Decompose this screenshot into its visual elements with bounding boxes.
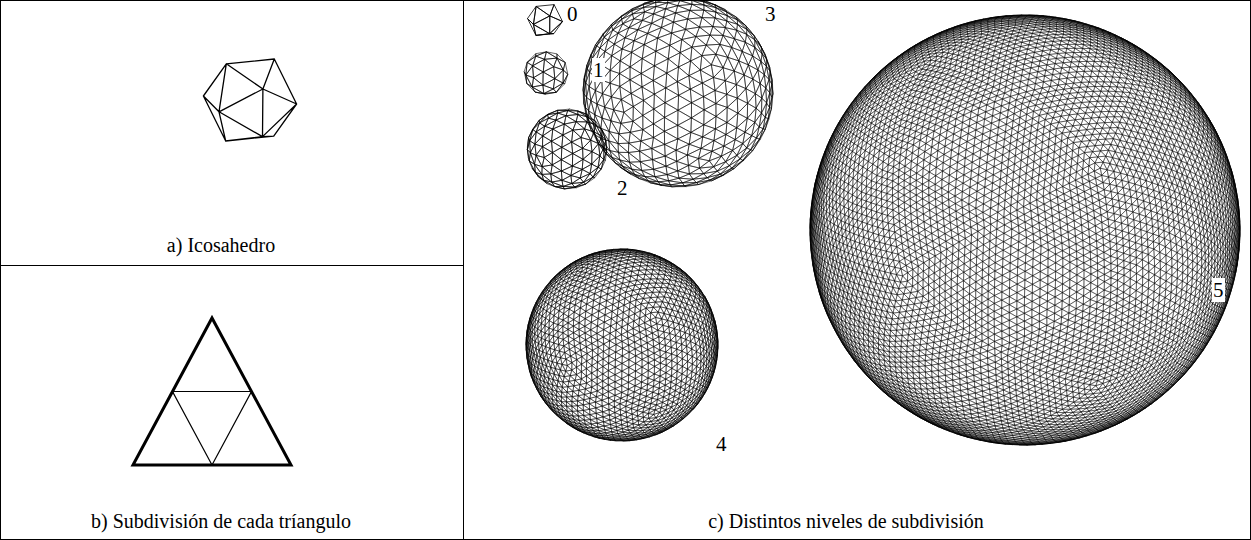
sphere-wireframe: [810, 15, 1240, 445]
sphere-wireframe: [527, 109, 606, 189]
figure-panel: c) Distintos niveles de subdivisión: [463, 0, 1251, 540]
geodesic-spheres: [203, 0, 1240, 445]
level-number: 1: [592, 58, 605, 82]
panel-caption: a) Icosahedro: [167, 233, 275, 257]
level-number: 3: [764, 2, 777, 26]
figure-panel: b) Subdivisión de cada tríangulo: [0, 265, 464, 540]
level-number: 5: [1212, 278, 1225, 302]
sphere-wireframe: [524, 52, 568, 94]
level-number: 2: [616, 176, 629, 200]
level-number: 4: [715, 432, 728, 456]
panel-caption: c) Distintos niveles de subdivisión: [708, 509, 984, 533]
sphere-wireframe: [526, 249, 718, 441]
figure-panel: a) Icosahedro: [0, 0, 464, 266]
sphere-wireframe: [528, 5, 563, 36]
level-number: 0: [566, 2, 579, 26]
triangle-subdivision: [133, 318, 291, 465]
panel-caption: b) Subdivisión de cada tríangulo: [91, 509, 351, 533]
sphere-wireframe: [203, 59, 296, 141]
sphere-wireframe: [583, 0, 773, 187]
